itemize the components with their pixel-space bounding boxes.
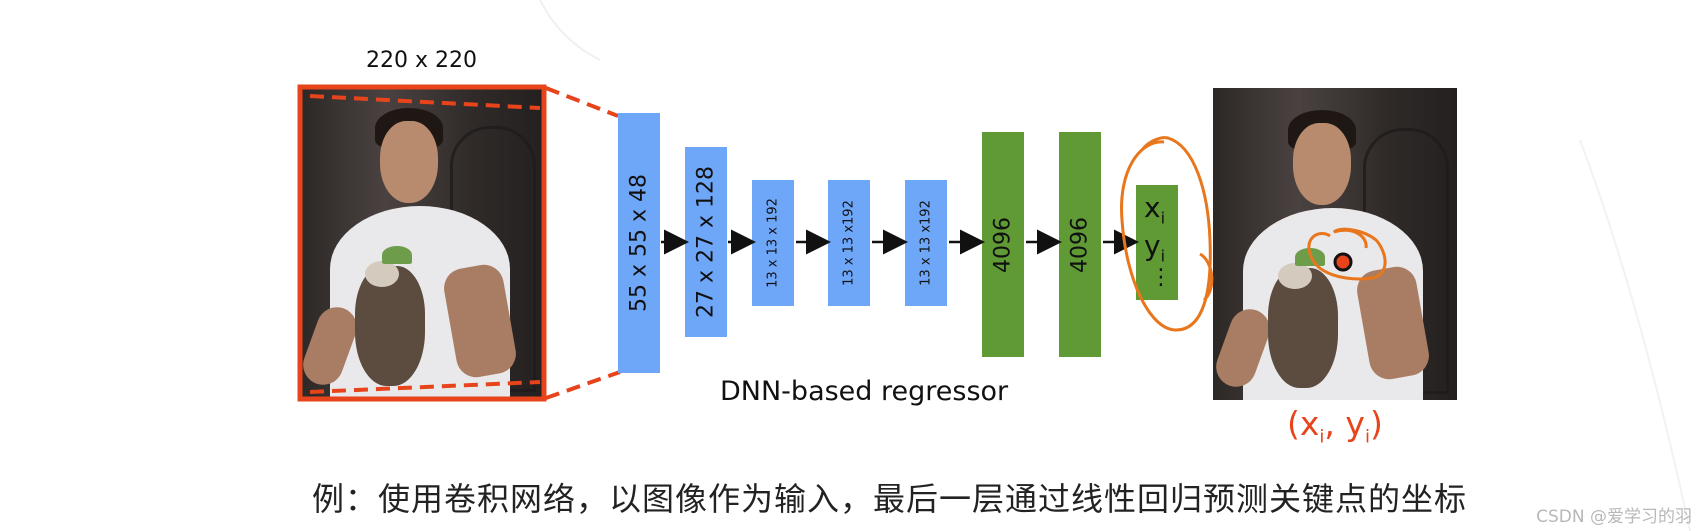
- result-coordinate-label: (xi, yi): [1287, 404, 1383, 448]
- watermark: CSDN @爱学习的羽: [1536, 502, 1692, 527]
- caption-text: 例：使用卷积网络，以图像作为输入，最后一层通过线性回归预测关键点的坐标: [312, 474, 1467, 520]
- keypoint-dot: [1335, 254, 1351, 270]
- output-circle-annotation: [1122, 138, 1211, 330]
